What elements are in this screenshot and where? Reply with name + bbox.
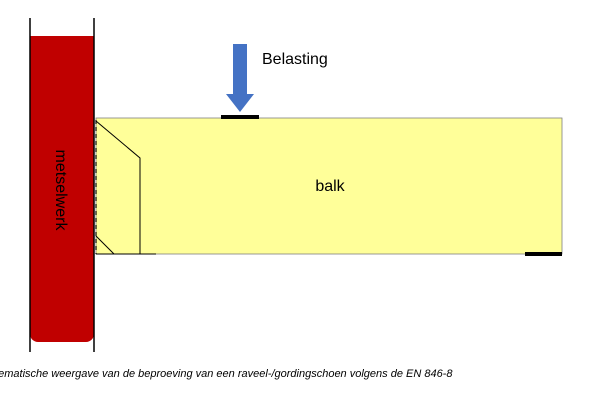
masonry-wall [30,36,94,342]
wall-label: metselwerk [52,150,69,232]
beam-label: balk [315,178,345,195]
joist-hanger [95,120,156,255]
support-plate [525,252,562,256]
load-arrow-icon [226,44,254,112]
masonry-wall-top [30,36,94,48]
beam [95,117,563,255]
figure-caption: hematische weergave van de beproeving va… [0,368,453,380]
load-plate [221,115,259,119]
load-label: Belasting [262,51,328,68]
